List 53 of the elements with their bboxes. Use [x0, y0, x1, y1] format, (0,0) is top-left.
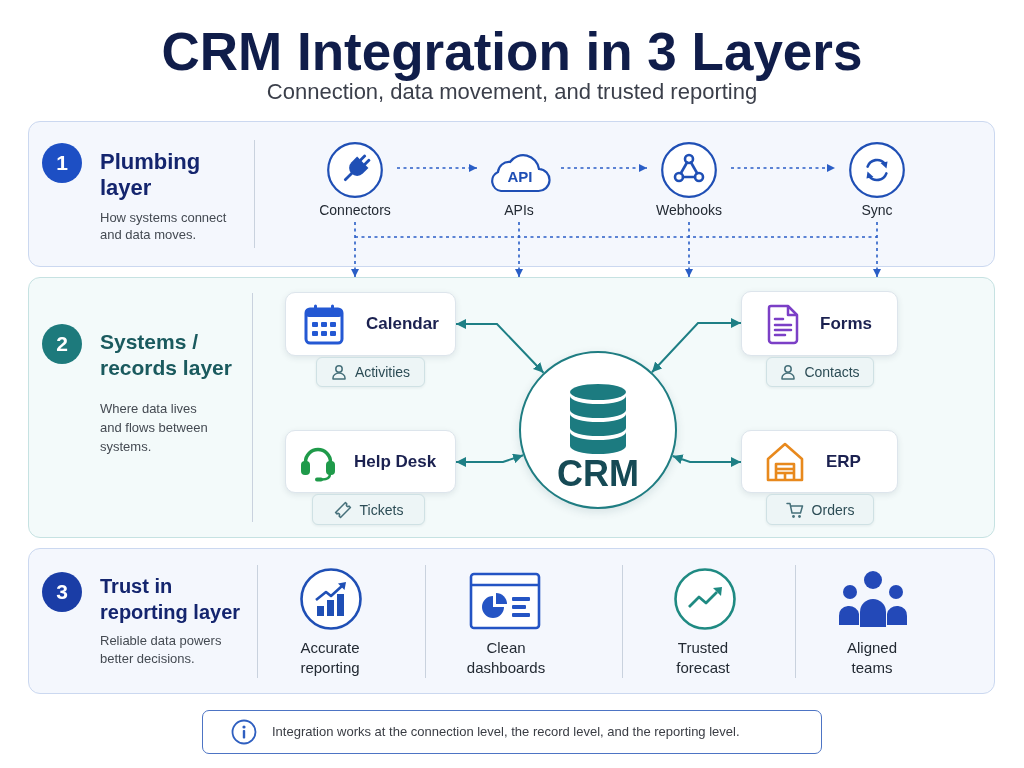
system-card [741, 430, 898, 493]
benefit-label: Aligned teams [845, 638, 898, 678]
item-label: APIs [504, 201, 534, 219]
system-name: Calendar [366, 314, 439, 334]
system-name: Help Desk [354, 451, 437, 472]
record-type-label: Tickets [359, 501, 404, 518]
system-card [741, 291, 898, 356]
double-headed-arrow [455, 319, 545, 374]
note-box [202, 710, 822, 754]
dashed-arrow [685, 221, 693, 278]
dashed-arrow [873, 221, 881, 278]
layer-panel [28, 277, 995, 538]
record-type-label: Orders [811, 501, 855, 518]
system-card [285, 292, 456, 356]
dashed-arrow [396, 164, 478, 172]
bus-line [354, 236, 878, 238]
layer-panel [28, 548, 995, 694]
record-tag [766, 357, 874, 387]
item-label: Sync [861, 201, 893, 219]
dashed-arrow [351, 221, 359, 278]
system-name: ERP [826, 451, 861, 472]
dashed-arrow [560, 164, 648, 172]
step-number-badge: 2 [42, 324, 82, 364]
dashed-arrow [730, 164, 836, 172]
layer-description: How systems connect and data moves. [100, 209, 228, 243]
step-number-badge: 1 [42, 143, 82, 183]
record-tag [766, 494, 874, 525]
layer-description: Reliable data powers better decisions. [100, 632, 223, 668]
note-text: Integration works at the connection level, the record level, and the reporting level. [272, 723, 740, 741]
record-type-label: Activities [354, 364, 411, 380]
layer-heading: Systems / records layer [100, 329, 233, 381]
diagram-title: CRM Integration in 3 Layers [161, 22, 863, 82]
cloud-label: API [507, 168, 533, 186]
layer-description: Where data lives and flows between systems. [100, 400, 209, 456]
double-headed-arrow [650, 318, 742, 374]
double-headed-arrow [455, 453, 525, 467]
benefit-label: Accurate reporting [299, 638, 361, 678]
dashed-arrow [515, 221, 523, 278]
layer-heading: Trust in reporting layer [100, 574, 242, 625]
record-type-label: Contacts [804, 364, 860, 380]
item-label: Connectors [319, 201, 391, 219]
layer-heading: Plumbing layer [100, 149, 202, 201]
hub-label: CRM [557, 452, 639, 496]
benefit-label: Clean dashboards [465, 638, 547, 678]
record-tag [316, 357, 425, 387]
record-tag [312, 494, 425, 525]
item-label: Webhooks [656, 201, 722, 219]
system-name: Forms [820, 313, 872, 334]
layer-panel [28, 121, 995, 267]
benefit-label: Trusted forecast [675, 638, 731, 678]
step-number-badge: 3 [42, 572, 82, 612]
double-headed-arrow [671, 454, 742, 467]
system-card [285, 430, 456, 493]
